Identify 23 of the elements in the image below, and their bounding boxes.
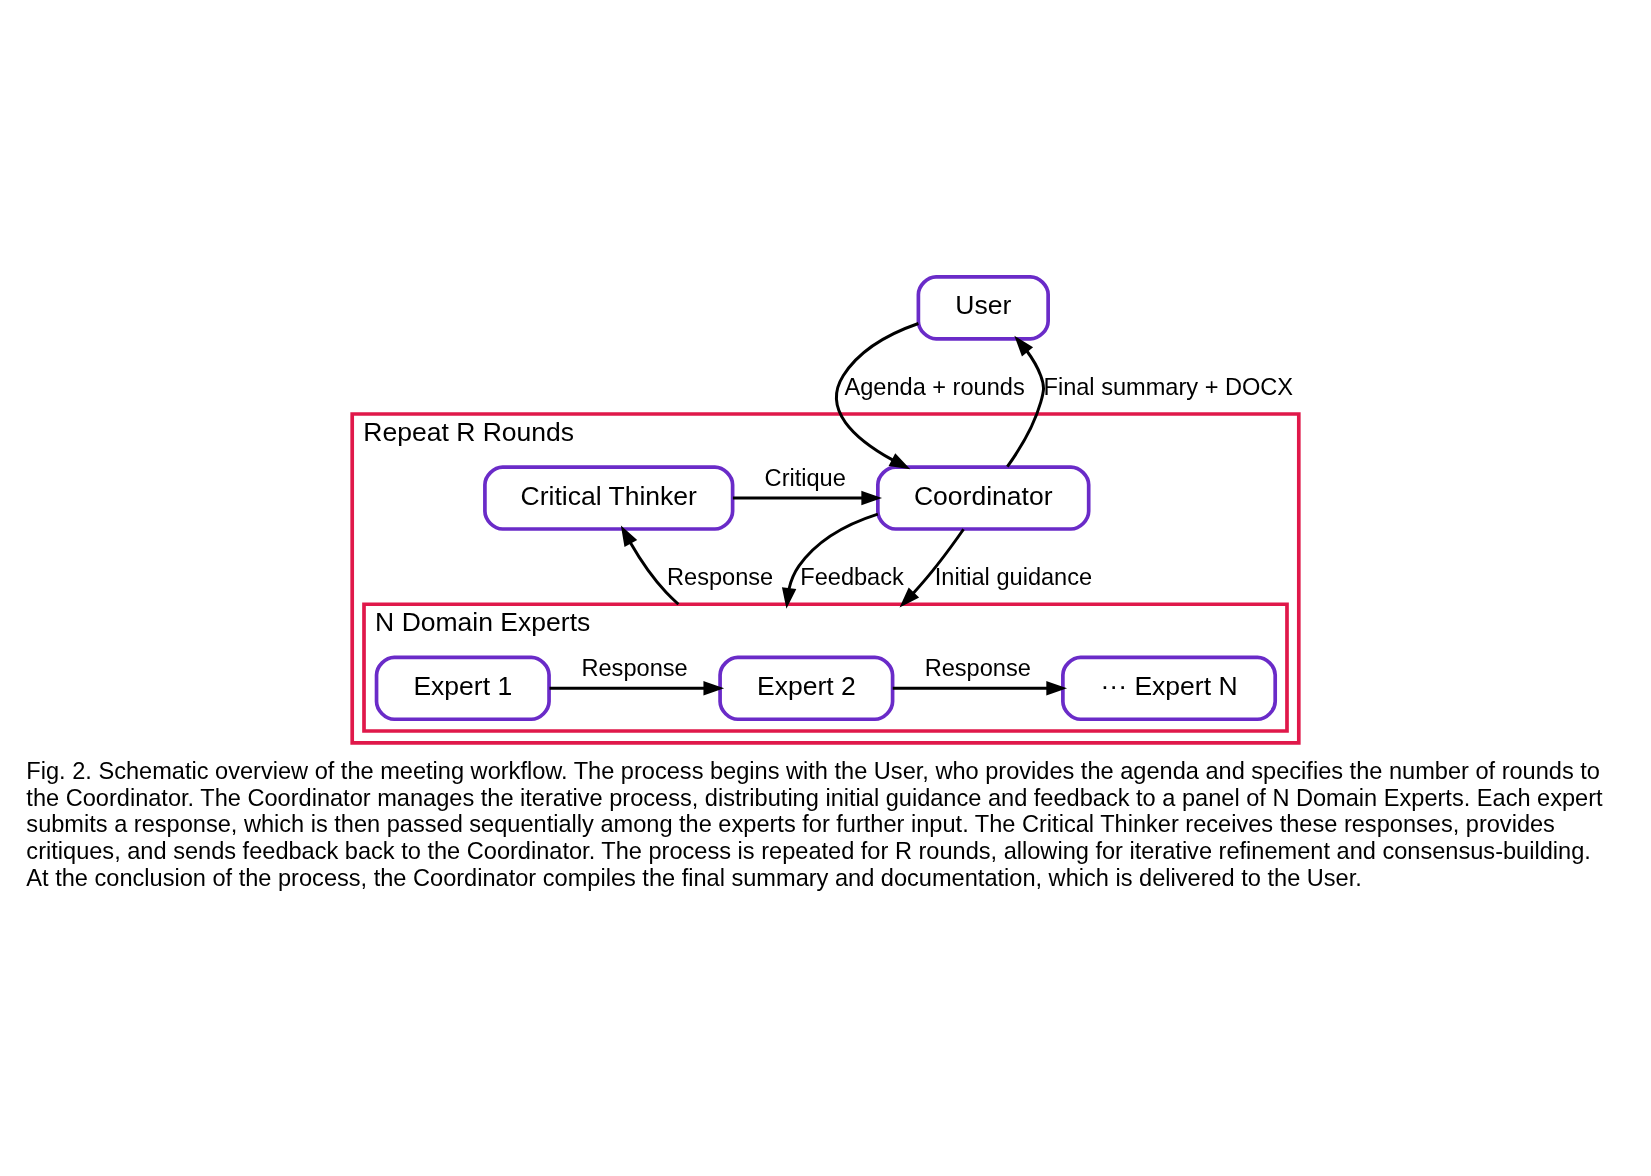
- arrow: [892, 681, 1067, 696]
- caption: Fig. 2. Schematic overview of the meeting workflow. The process begins with the User, who provides the agenda and specifies the number of rounds to the Coordinator. The Coordinator manages the iterative process, distributing initial guidance and feedback to a panel of N Domain Experts. Each expert submits a response, which is then passed sequentially among the experts for further input. The Critical Thinker receives these responses, provides critiques, and sends feedback back to the Coordinator. The process is repeated for R rounds, allowing for iterative refinement and consensus-building. At the conclusion of the process, the Coordinator compiles the final summary and documentation, which is delivered to the User.: [26, 758, 1603, 891]
- edge-label: Response: [666, 563, 774, 590]
- arrow: [899, 528, 965, 608]
- edge-label: Response: [581, 655, 688, 682]
- edge-label: Response: [924, 655, 1031, 682]
- node-box: Expert 1: [374, 655, 551, 722]
- arrow: [781, 512, 879, 609]
- arrow: [549, 681, 725, 696]
- arrow: [620, 525, 680, 606]
- edge-label: Agenda + rounds: [844, 373, 1025, 400]
- node-box: Coordinator: [876, 465, 1091, 531]
- edge-label: Feedback: [800, 563, 904, 590]
- edge-label: Final summary + DOCX: [1043, 373, 1294, 400]
- edge-label: Critique: [764, 464, 846, 491]
- node-box: Critical Thinker: [483, 465, 735, 531]
- arrow: [835, 322, 919, 470]
- node-box: Expert 2: [718, 655, 895, 722]
- arrow: [732, 490, 883, 506]
- edge-label: Initial guidance: [934, 563, 1093, 590]
- node-box: User: [916, 275, 1050, 341]
- arrow: [1006, 335, 1045, 468]
- node-box: ··· Expert N: [1061, 655, 1278, 722]
